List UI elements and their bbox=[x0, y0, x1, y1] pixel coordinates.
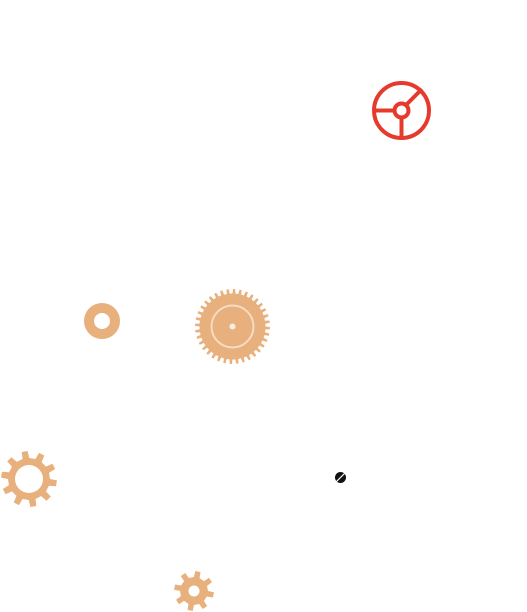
serrated-gear-icon bbox=[194, 288, 271, 365]
gear-outline-icon bbox=[0, 450, 58, 508]
slashed-circle-icon bbox=[334, 471, 347, 484]
small-gear-icon bbox=[173, 570, 215, 612]
ring-icon bbox=[83, 302, 121, 340]
steering-wheel-icon bbox=[370, 79, 433, 142]
